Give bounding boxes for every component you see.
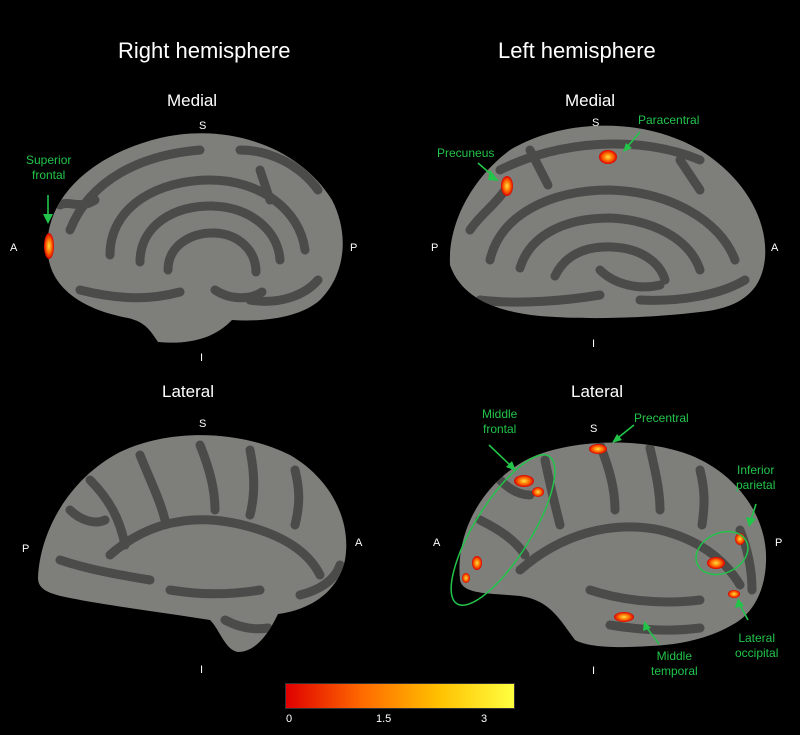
middle-temporal-label-line2: temporal <box>651 664 698 678</box>
right-medial-posterior-label: P <box>350 242 358 254</box>
lateral-occipital-arrow <box>739 604 749 621</box>
lateral-occipital-activation <box>728 590 740 598</box>
inferior-parietal-arrow <box>750 503 757 521</box>
middle-frontal-activation-2 <box>532 487 544 497</box>
left-medial-title: Medial <box>565 91 616 110</box>
colorbar-tick-min: 0 <box>286 713 293 725</box>
lateral-occipital-label-line2: occipital <box>735 646 779 660</box>
inferior-parietal-activation-2 <box>707 557 725 569</box>
superior-frontal-label-line2: frontal <box>32 168 66 182</box>
left-lateral-title: Lateral <box>571 382 623 401</box>
lateral-occipital-label-line1: Lateral <box>738 631 776 645</box>
left-lateral-inferior-label: I <box>592 665 596 677</box>
right-lateral-inferior-label: I <box>200 664 204 676</box>
right-lateral-title: Lateral <box>162 382 214 401</box>
right-hemisphere-title: Right hemisphere <box>118 38 291 63</box>
right-medial-superior-label: S <box>199 120 207 132</box>
lateral-occipital-label: Lateral occipital <box>735 631 778 661</box>
color-scale-bar <box>285 683 515 709</box>
right-lateral-superior-label: S <box>199 418 207 430</box>
left-lateral-anterior-label: A <box>433 537 441 549</box>
middle-temporal-label: Middle temporal <box>651 649 698 679</box>
middle-temporal-activation <box>614 612 634 622</box>
left-lateral-superior-label: S <box>590 423 598 435</box>
middle-frontal-arrow <box>488 444 511 466</box>
left-medial-superior-label: S <box>592 117 600 129</box>
middle-temporal-arrow <box>646 627 660 645</box>
colorbar-tick-max: 3 <box>481 713 488 725</box>
inferior-parietal-region-outline <box>695 530 749 576</box>
inferior-parietal-label: Inferior parietal <box>736 463 775 493</box>
left-medial-brain <box>449 125 766 319</box>
left-lateral-brain <box>459 442 767 648</box>
paracentral-activation <box>599 150 617 164</box>
right-medial-brain <box>44 133 343 343</box>
left-medial-posterior-label: P <box>431 242 439 254</box>
left-medial-inferior-label: I <box>592 338 596 350</box>
left-medial-anterior-label: A <box>771 242 779 254</box>
precuneus-label: Precuneus <box>437 146 495 160</box>
superior-frontal-activation <box>44 233 54 259</box>
middle-frontal-activation-4 <box>462 573 470 583</box>
middle-frontal-region-outline <box>450 453 556 607</box>
inferior-parietal-label-line1: Inferior <box>737 463 775 477</box>
middle-frontal-activation-3 <box>472 556 482 570</box>
inferior-parietal-label-line2: parietal <box>736 478 776 492</box>
paracentral-label: Paracentral <box>638 113 700 127</box>
right-lateral-anterior-label: A <box>355 537 363 549</box>
superior-frontal-label-line1: Superior <box>26 153 72 167</box>
precentral-activation <box>589 444 607 454</box>
precuneus-activation <box>501 176 513 196</box>
middle-frontal-label-line2: frontal <box>483 422 517 436</box>
colorbar-tick-mid: 1.5 <box>376 713 392 725</box>
annotation-arrows <box>43 131 757 645</box>
left-lateral-posterior-label: P <box>775 537 783 549</box>
right-medial-anterior-label: A <box>10 242 18 254</box>
middle-frontal-label: Middle frontal <box>482 407 517 437</box>
middle-frontal-activation-1 <box>514 475 534 487</box>
precentral-label: Precentral <box>634 411 689 425</box>
superior-frontal-label: Superior frontal <box>26 153 71 183</box>
right-medial-title: Medial <box>167 91 218 110</box>
right-medial-inferior-label: I <box>200 352 204 364</box>
right-lateral-brain <box>38 435 347 652</box>
precentral-arrow <box>618 424 635 438</box>
middle-temporal-label-line1: Middle <box>656 649 693 663</box>
left-hemisphere-title: Left hemisphere <box>498 38 656 63</box>
right-lateral-posterior-label: P <box>22 543 30 555</box>
paracentral-arrow <box>627 131 641 147</box>
middle-frontal-label-line1: Middle <box>482 407 518 421</box>
